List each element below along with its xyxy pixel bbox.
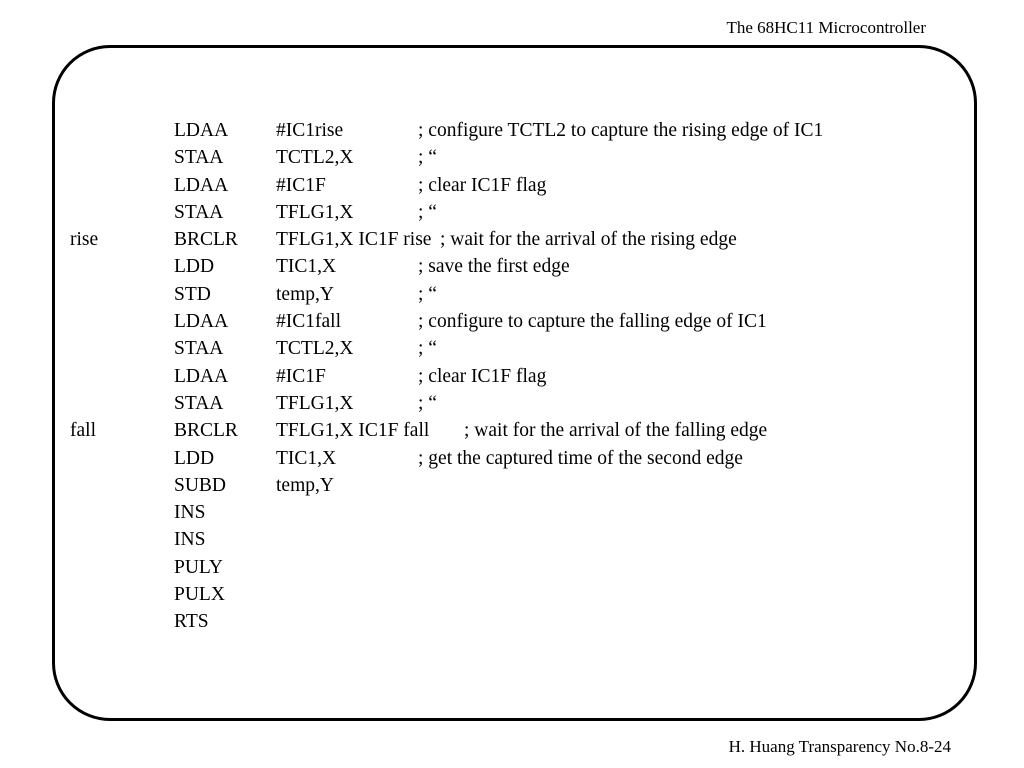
code-mnemonic: INS xyxy=(174,502,206,524)
code-mnemonic: STAA xyxy=(174,338,224,360)
code-operand: TFLG1,X xyxy=(276,392,354,414)
code-comment: ; get the captured time of the second ed… xyxy=(418,447,743,469)
code-mnemonic: PULY xyxy=(174,556,223,578)
rounded-content-frame xyxy=(52,45,977,721)
code-comment: ; “ xyxy=(418,338,437,360)
code-comment: ; “ xyxy=(418,201,437,223)
code-mnemonic: LDD xyxy=(174,256,215,278)
code-comment: ; “ xyxy=(418,392,437,414)
code-mnemonic: STAA xyxy=(174,147,224,169)
code-comment: ; clear IC1F flag xyxy=(418,365,547,387)
code-mnemonic: STAA xyxy=(174,201,224,223)
code-mnemonic: BRCLR xyxy=(174,229,238,251)
code-operand: TIC1,X xyxy=(276,256,337,278)
code-mnemonic: LDAA xyxy=(174,365,229,387)
code-comment: ; clear IC1F flag xyxy=(418,174,547,196)
code-operand: #IC1fall xyxy=(276,311,341,333)
code-operand: TFLG1,X IC1F rise xyxy=(276,229,432,251)
code-mnemonic: INS xyxy=(174,529,206,551)
code-comment: ; save the first edge xyxy=(418,256,570,278)
code-mnemonic: LDAA xyxy=(174,311,229,333)
code-operand: #IC1F xyxy=(276,174,326,196)
code-operand: #IC1F xyxy=(276,365,326,387)
code-comment: ; wait for the arrival of the rising edg… xyxy=(440,229,737,251)
code-comment: ; “ xyxy=(418,283,437,305)
code-mnemonic: RTS xyxy=(174,611,209,633)
code-comment: ; “ xyxy=(418,147,437,169)
code-mnemonic: LDAA xyxy=(174,120,229,141)
code-mnemonic: PULX xyxy=(174,584,225,606)
code-operand: TCTL2,X xyxy=(276,338,354,360)
code-operand: TFLG1,X IC1F fall xyxy=(276,420,430,442)
code-mnemonic: BRCLR xyxy=(174,420,238,442)
code-operand: temp,Y xyxy=(276,283,334,305)
code-mnemonic: STAA xyxy=(174,392,224,414)
code-comment: ; configure to capture the falling edge … xyxy=(418,311,767,333)
code-operand: TFLG1,X xyxy=(276,201,354,223)
slide-footer-text: H. Huang Transparency No.8-24 xyxy=(728,737,951,756)
code-operand: temp,Y xyxy=(276,474,334,496)
code-label: rise xyxy=(70,229,99,251)
code-mnemonic: LDAA xyxy=(174,174,229,196)
code-operand: TCTL2,X xyxy=(276,147,354,169)
code-comment: ; configure TCTL2 to capture the rising … xyxy=(418,120,824,141)
code-label: fall xyxy=(70,420,96,442)
slide-header-title: The 68HC11 Microcontroller xyxy=(726,18,926,37)
code-operand: #IC1rise xyxy=(276,120,344,141)
code-mnemonic: LDD xyxy=(174,447,215,469)
code-comment: ; wait for the arrival of the falling ed… xyxy=(464,420,768,442)
code-mnemonic: SUBD xyxy=(174,474,227,496)
code-mnemonic: STD xyxy=(174,283,211,305)
code-operand: TIC1,X xyxy=(276,447,337,469)
